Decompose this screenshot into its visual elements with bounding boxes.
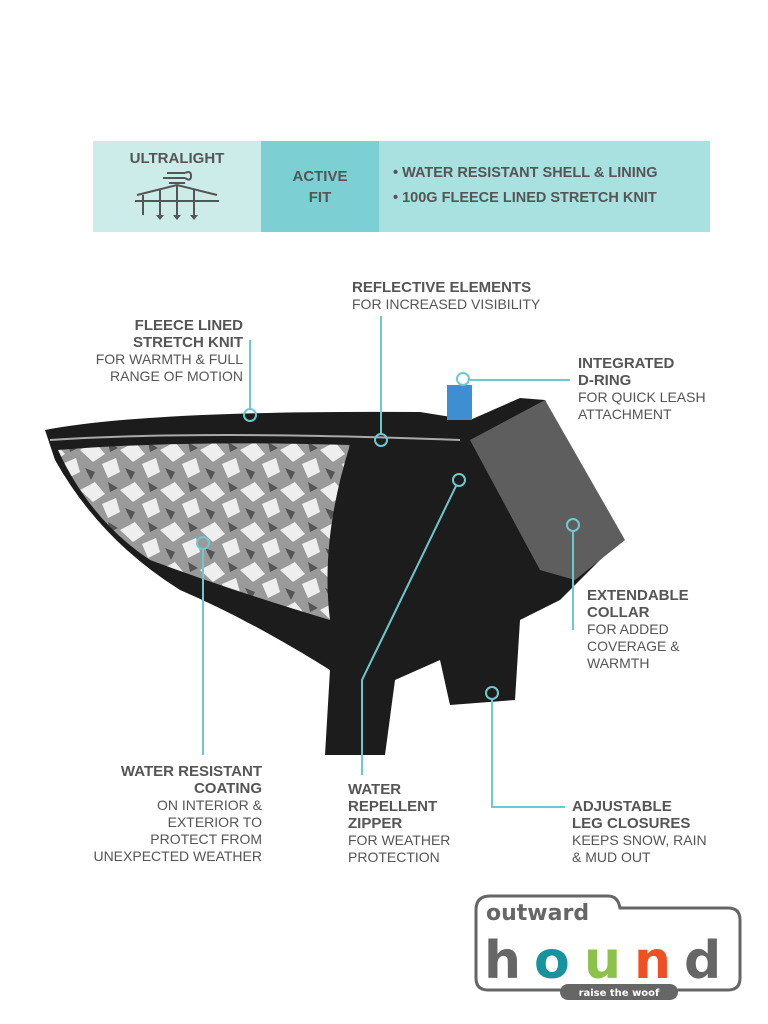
ultralight-label: ULTRALIGHT (129, 150, 225, 167)
callout-coating: WATER RESISTANT COATING ON INTERIOR & EX… (93, 763, 262, 865)
fit-label-1: ACTIVE (292, 167, 348, 185)
callout-sub: FOR INCREASED VISIBILITY (352, 296, 541, 312)
callout-fleece: FLEECE LINED STRETCH KNIT FOR WARMTH & F… (96, 317, 243, 385)
callout-collar: EXTENDABLE COLLAR FOR ADDED COVERAGE & W… (587, 587, 689, 672)
callout-sub: WARMTH (587, 655, 650, 671)
outward-hound-logo: outward h o u n d raise the woof (474, 894, 742, 1000)
callout-title: INTEGRATED (578, 355, 675, 372)
feature-item: • WATER RESISTANT SHELL & LINING (393, 165, 658, 181)
collar (470, 400, 625, 580)
logo-letter: u (584, 931, 621, 991)
callout-title: REPELLENT (348, 798, 438, 815)
callout-sub: ATTACHMENT (578, 406, 672, 422)
callout-title: FLEECE LINED (134, 317, 243, 334)
callout-sub: UNEXPECTED WEATHER (93, 848, 262, 864)
ultralight-panel: ULTRALIGHT (93, 141, 261, 232)
callout-sub: & MUD OUT (572, 849, 651, 865)
callout-title: ADJUSTABLE (572, 798, 672, 815)
feature-item: • 100G FLEECE LINED STRETCH KNIT (393, 190, 657, 206)
callout-zipper: WATER REPELLENT ZIPPER FOR WEATHER PROTE… (348, 781, 450, 866)
active-fit-panel: ACTIVE FIT (261, 141, 379, 232)
callout-sub: KEEPS SNOW, RAIN (572, 832, 707, 848)
callout-sub: EXTERIOR TO (167, 814, 262, 830)
logo-top-text: outward (486, 901, 589, 926)
logo-letter: o (534, 931, 570, 991)
callout-sub: COVERAGE & (587, 638, 680, 654)
callout-sub: PROTECT FROM (150, 831, 262, 847)
callout-sub: FOR QUICK LEASH (578, 389, 706, 405)
callout-dring: INTEGRATED D-RING FOR QUICK LEASH ATTACH… (578, 355, 706, 423)
callout-title: EXTENDABLE (587, 587, 689, 604)
callout-title: D-RING (578, 372, 632, 389)
feature-banner: ULTRALIGHT ACTIVE FIT • WATER RESISTANT … (93, 141, 710, 232)
reflective-trim (49, 434, 461, 441)
callout-title: REFLECTIVE ELEMENTS (352, 279, 532, 296)
logo-tagline: raise the woof (579, 988, 660, 999)
callout-sub: FOR ADDED (587, 621, 669, 637)
callout-sub: FOR WARMTH & FULL (95, 351, 243, 367)
callout-title: STRETCH KNIT (133, 334, 243, 351)
callout-sub: PROTECTION (348, 849, 440, 865)
callout-title: ZIPPER (348, 815, 403, 832)
callout-reflective: REFLECTIVE ELEMENTS FOR INCREASED VISIBI… (352, 279, 540, 313)
logo-letter: n (634, 931, 671, 991)
logo-letter: d (684, 931, 721, 991)
callout-title: LEG CLOSURES (572, 815, 691, 832)
callout-sub: RANGE OF MOTION (110, 368, 243, 384)
callout-title: WATER RESISTANT (120, 763, 262, 780)
d-ring (447, 385, 472, 420)
callout-sub: FOR WEATHER (348, 832, 451, 848)
callout-title: COATING (193, 780, 262, 797)
ultralight-icon (135, 171, 219, 220)
callout-title: COLLAR (587, 604, 650, 621)
callout-legs: ADJUSTABLE LEG CLOSURES KEEPS SNOW, RAIN… (572, 798, 707, 866)
coat-camo-lining (58, 443, 350, 620)
callout-title: WATER (348, 781, 402, 798)
fit-label-2: FIT (308, 188, 332, 206)
features-panel: • WATER RESISTANT SHELL & LINING • 100G … (379, 141, 710, 232)
callout-sub: ON INTERIOR & (156, 797, 262, 813)
logo-letter: h (484, 931, 521, 991)
